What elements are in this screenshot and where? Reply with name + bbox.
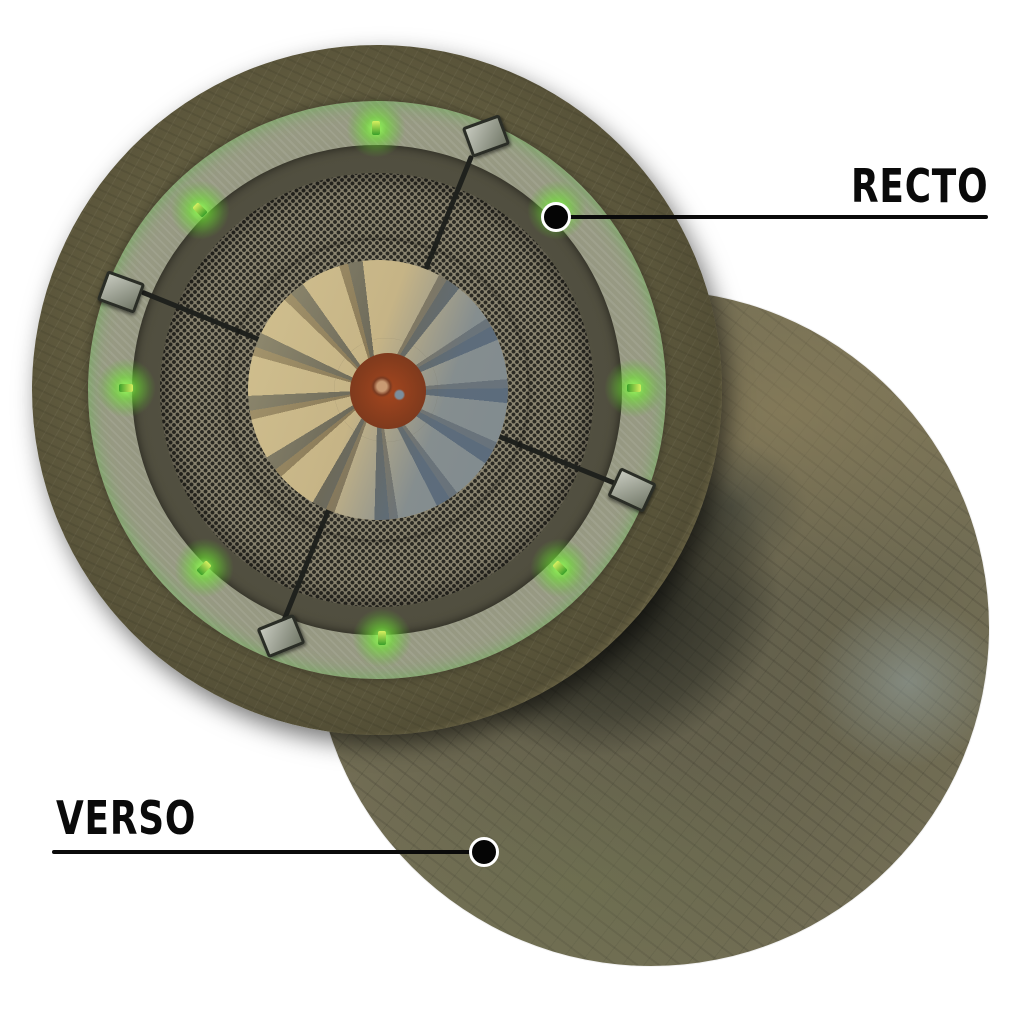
rusty-hub [350, 353, 426, 429]
recto-label: RECTO [851, 159, 989, 213]
recto-callout-dot [541, 202, 571, 232]
verso-callout-dot [469, 837, 499, 867]
verso-label: VERSO [56, 791, 197, 845]
led-icon [378, 631, 386, 645]
led-icon [119, 384, 133, 392]
verso-callout-line [52, 850, 492, 854]
recto-callout-line [560, 215, 988, 219]
led-icon [372, 121, 380, 135]
fan-icon [248, 260, 508, 520]
led-icon [627, 384, 641, 392]
